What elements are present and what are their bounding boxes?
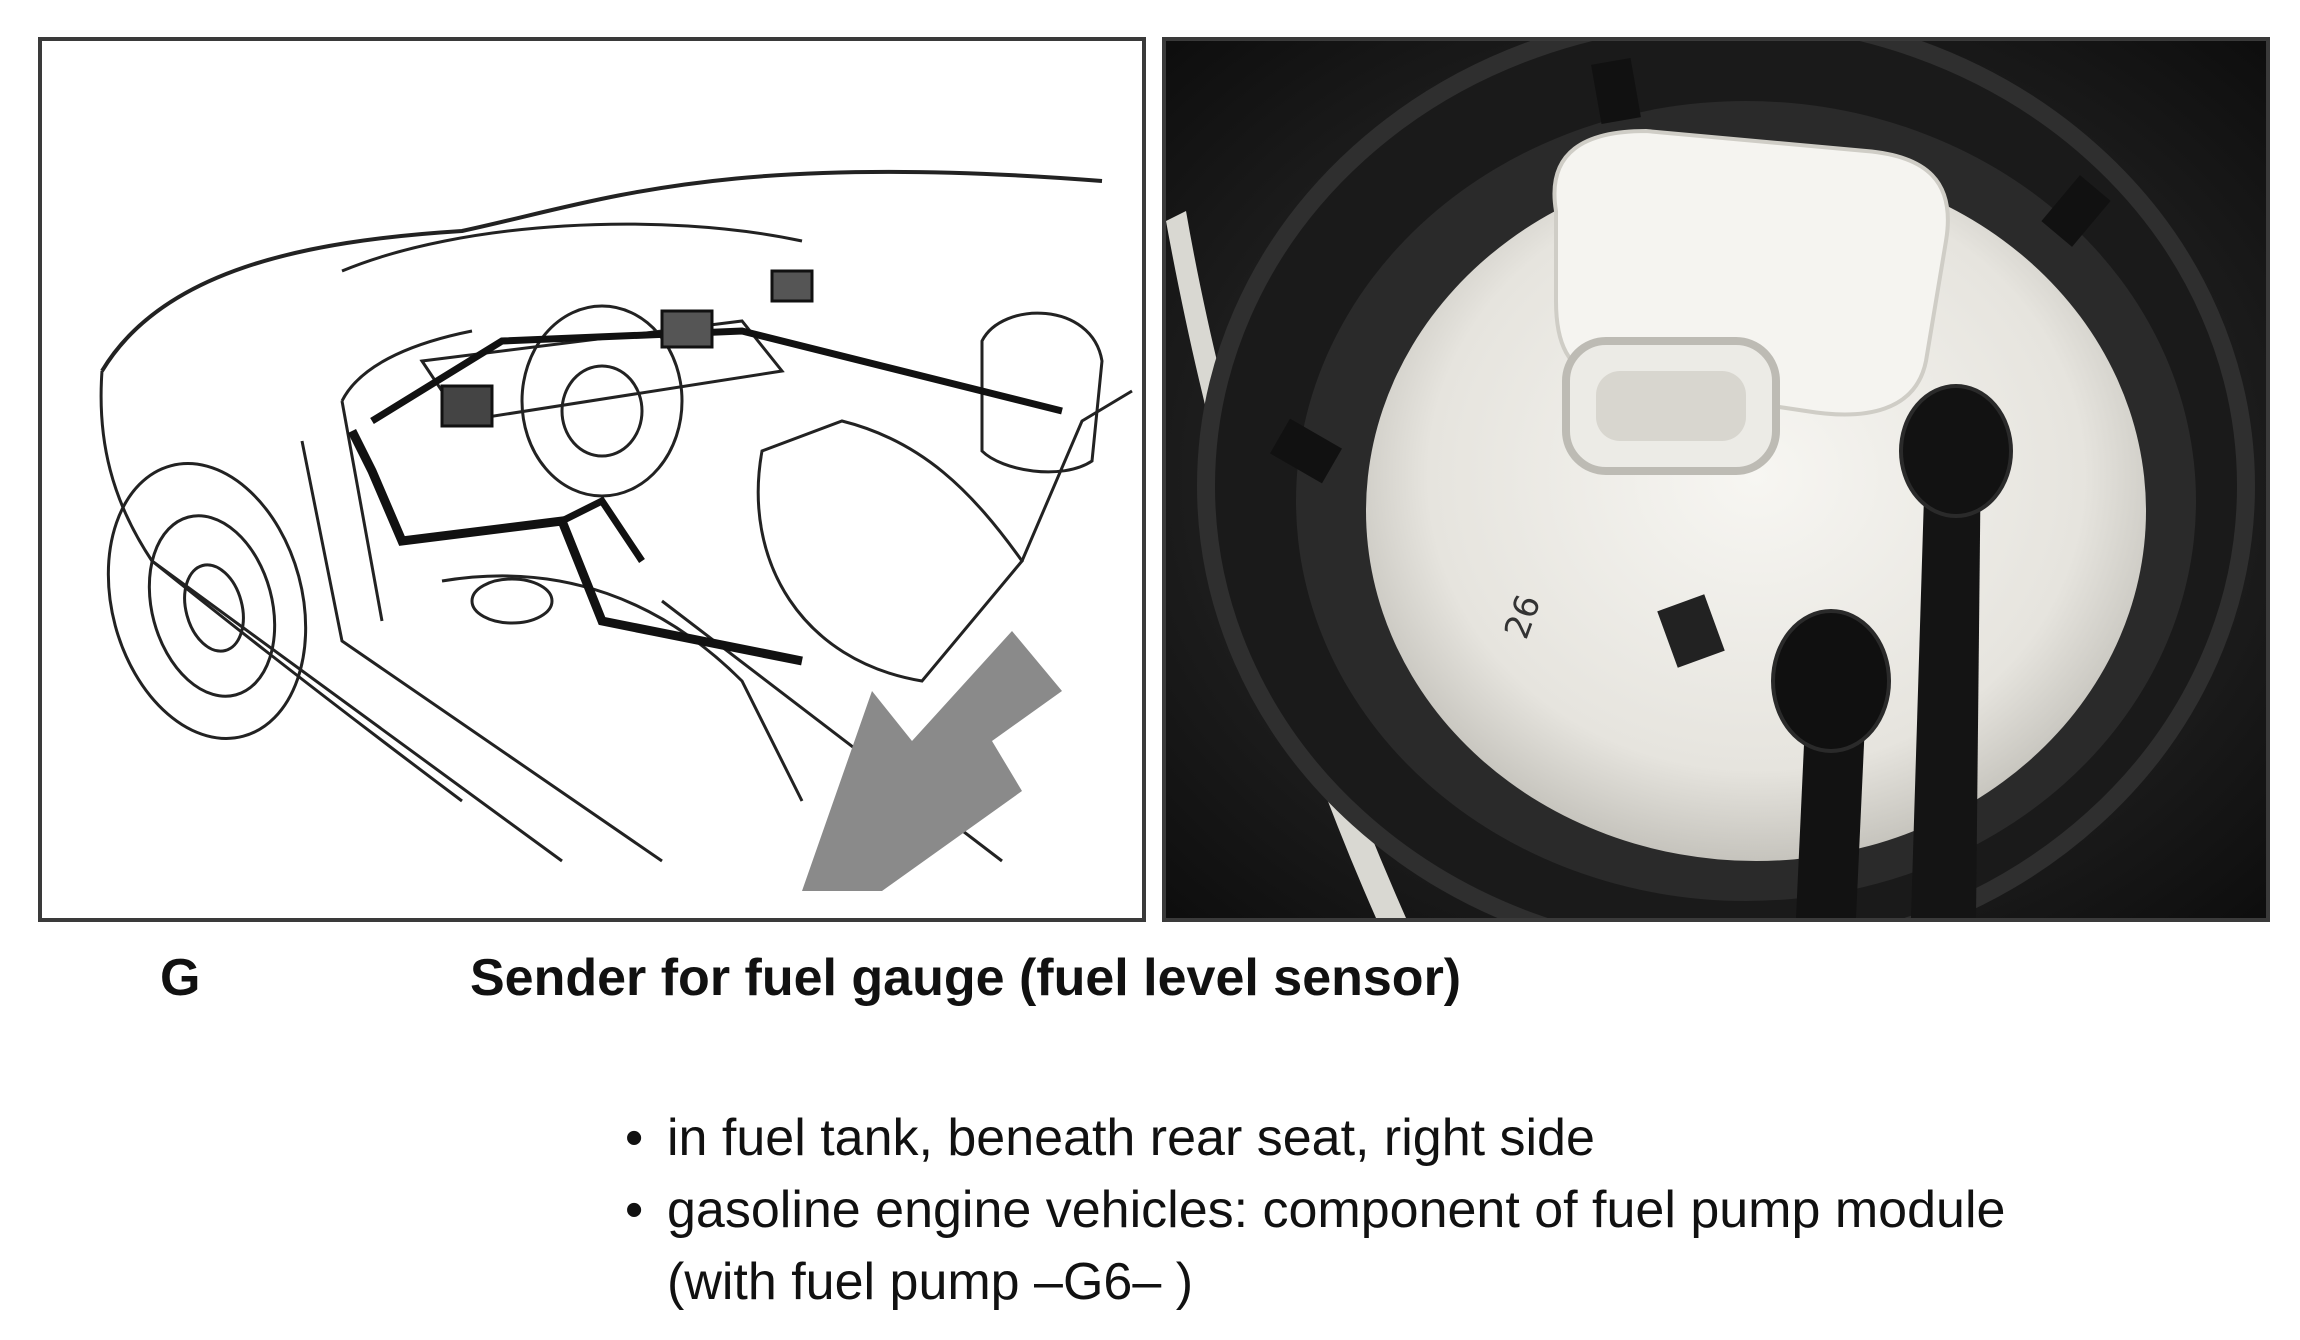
car-cutaway-illustration	[38, 37, 1146, 922]
fuel-pump-module-photo: 26	[1162, 37, 2270, 922]
location-notes-list: in fuel tank, beneath rear seat, right s…	[625, 1102, 2005, 1318]
location-note-continuation: (with fuel pump –G6– )	[667, 1253, 1194, 1311]
location-note: in fuel tank, beneath rear seat, right s…	[625, 1102, 2005, 1174]
location-note-text: gasoline engine vehicles: component of f…	[667, 1181, 2006, 1239]
location-note-text: in fuel tank, beneath rear seat, right s…	[667, 1109, 1595, 1167]
car-line-drawing	[99, 169, 1133, 863]
component-code: G	[160, 949, 201, 1007]
location-arrow-icon	[802, 631, 1062, 891]
location-note: gasoline engine vehicles: component of f…	[625, 1174, 2005, 1318]
fuel-pump-module-image: 26	[1166, 41, 2266, 918]
component-title: Sender for fuel gauge (fuel level sensor…	[470, 949, 1462, 1007]
